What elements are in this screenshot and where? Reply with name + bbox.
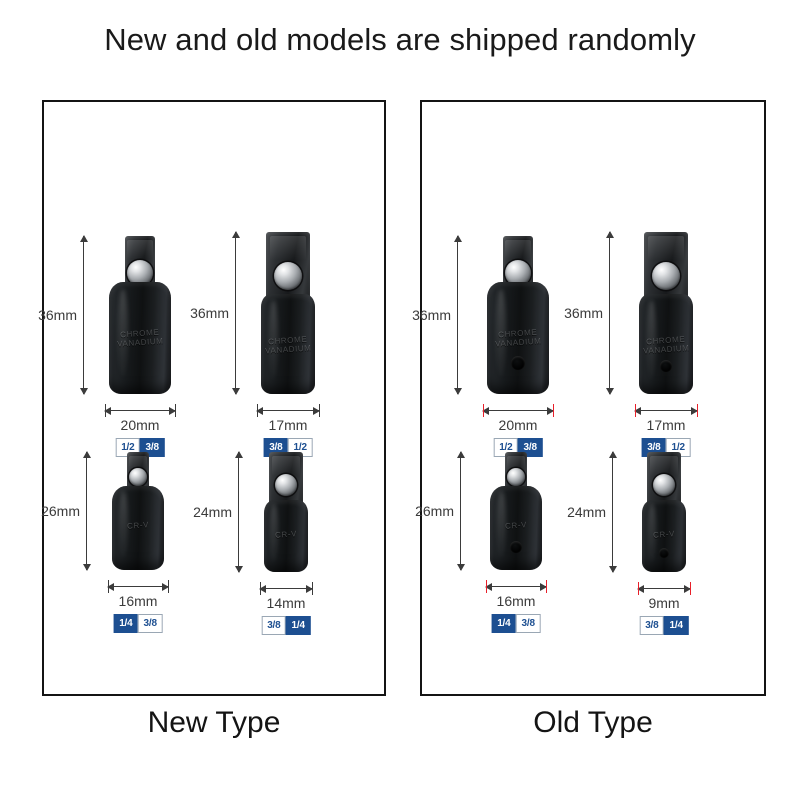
width-dimension-label: 14mm (266, 595, 306, 611)
height-dimension-label: 36mm (412, 307, 451, 323)
detent-ball (275, 474, 297, 496)
width-dimension-line (256, 406, 320, 415)
adapter-barrel (639, 294, 693, 394)
width-extension-tick-2 (546, 580, 548, 593)
height-dimension-line (79, 235, 88, 395)
size-badge-left[interactable]: 3/8 (261, 616, 286, 635)
width-extension-tick-2 (175, 404, 177, 417)
width-dimension-label: 9mm (648, 595, 680, 611)
height-dimension-label: 26mm (41, 503, 80, 519)
detent-hole (659, 547, 669, 558)
adapter-barrel (487, 282, 549, 394)
size-badge-right[interactable]: 3/8 (516, 614, 541, 633)
height-dimension-line (608, 451, 617, 573)
width-extension-tick-1 (483, 404, 485, 417)
size-badge-left[interactable]: 1/4 (491, 614, 516, 633)
detent-hole (511, 355, 525, 370)
size-badge-right[interactable]: 1/4 (286, 616, 311, 635)
height-dimension-label: 36mm (564, 305, 603, 321)
size-badge-right[interactable]: 1/4 (664, 616, 689, 635)
panel-caption-old: Old Type (533, 706, 653, 739)
height-dimension-line (231, 231, 240, 395)
width-dimension-label: 17mm (646, 417, 686, 433)
width-dimension-label: 20mm (120, 417, 160, 433)
width-extension-tick-2 (553, 404, 555, 417)
width-dimension-line (107, 582, 169, 591)
adapter-barrel (261, 294, 315, 394)
height-dimension-line (453, 235, 462, 395)
size-badge-right[interactable]: 3/8 (138, 614, 163, 633)
size-badge-left[interactable]: 1/4 (113, 614, 138, 633)
detent-hole (660, 360, 672, 372)
height-dimension-label: 36mm (38, 307, 77, 323)
height-dimension-line (605, 231, 614, 395)
height-dimension-line (456, 451, 465, 571)
width-extension-tick-1 (635, 404, 637, 417)
width-extension-tick-1 (105, 404, 107, 417)
width-extension-tick-1 (260, 582, 262, 595)
detent-ball (274, 262, 302, 290)
page-title: New and old models are shipped randomly (104, 22, 696, 57)
height-dimension-label: 26mm (415, 503, 454, 519)
width-extension-tick-1 (257, 404, 259, 417)
adapter-barrel (642, 500, 686, 572)
adapter-barrel (490, 486, 542, 570)
width-extension-tick-1 (486, 580, 488, 593)
width-extension-tick-2 (168, 580, 170, 593)
height-dimension-label: 24mm (567, 504, 606, 520)
height-dimension-line (82, 451, 91, 571)
adapter-barrel (112, 486, 164, 570)
width-dimension-line (104, 406, 176, 415)
width-dimension-line (485, 582, 547, 591)
width-extension-tick-2 (319, 404, 321, 417)
width-extension-tick-1 (638, 582, 640, 595)
width-dimension-label: 16mm (118, 593, 158, 609)
size-badge-right[interactable]: 1/2 (288, 438, 313, 457)
detent-hole (510, 541, 522, 554)
width-dimension-line (482, 406, 554, 415)
width-dimension-line (259, 584, 313, 593)
width-dimension-label: 17mm (268, 417, 308, 433)
adapter-barrel (109, 282, 171, 394)
width-extension-tick-2 (312, 582, 314, 595)
detent-ball (129, 468, 147, 486)
panel-caption-new: New Type (147, 706, 281, 739)
width-dimension-label: 20mm (498, 417, 538, 433)
width-dimension-line (634, 406, 698, 415)
size-badge-left[interactable]: 3/8 (639, 616, 664, 635)
width-extension-tick-2 (690, 582, 692, 595)
width-dimension-line (637, 584, 691, 593)
detent-ball (507, 468, 525, 486)
width-extension-tick-2 (697, 404, 699, 417)
adapter-barrel (264, 500, 308, 572)
width-extension-tick-1 (108, 580, 110, 593)
height-dimension-label: 36mm (190, 305, 229, 321)
height-dimension-line (234, 451, 243, 573)
detent-ball (653, 474, 675, 496)
panel-old-type (420, 100, 766, 696)
width-dimension-label: 16mm (496, 593, 536, 609)
size-badge-right[interactable]: 3/8 (140, 438, 165, 457)
panel-new-type (42, 100, 386, 696)
size-badge-right[interactable]: 3/8 (518, 438, 543, 457)
detent-ball (652, 262, 680, 290)
height-dimension-label: 24mm (193, 504, 232, 520)
